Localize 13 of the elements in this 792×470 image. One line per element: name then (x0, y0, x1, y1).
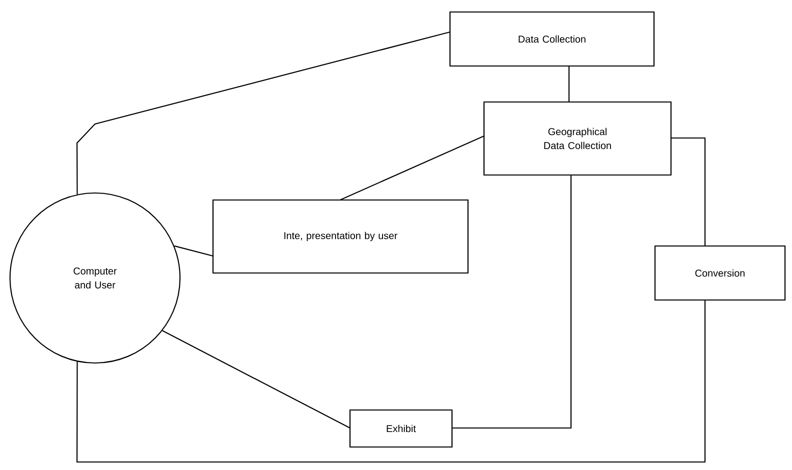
process-box: Geographical Data Collection (483, 101, 672, 176)
connector-line (452, 175, 572, 429)
connector-line (671, 137, 706, 246)
connector-line (568, 66, 570, 102)
connector-line (162, 330, 350, 428)
connector-line (174, 245, 214, 257)
process-box: Exhibit (349, 409, 453, 448)
process-box: Data Collection (449, 11, 655, 67)
connector-line (76, 300, 706, 463)
process-box: Inte, presentation by user (212, 199, 469, 274)
connector-line (340, 136, 484, 200)
connector-line (76, 31, 450, 194)
process-box: Conversion (654, 245, 786, 301)
